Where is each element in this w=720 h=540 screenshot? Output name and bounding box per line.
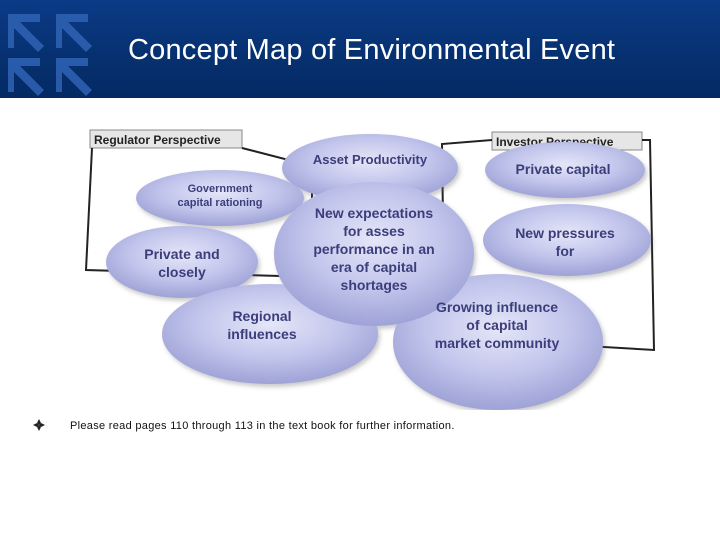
- node-private-closely: [106, 226, 258, 298]
- concept-map-diagram: Regulator Perspective Investor Perspecti…: [80, 128, 660, 410]
- node-label-government-capital: Government: [188, 183, 253, 195]
- node-label-asset-productivity: Asset Productivity: [313, 152, 428, 167]
- node-label-growing-influence: market community: [435, 335, 560, 351]
- node-label-center: New expectations: [315, 205, 433, 221]
- node-label-regional: Regional: [232, 308, 291, 324]
- node-growing-influence: [393, 274, 603, 410]
- node-label-growing-influence: Growing influence: [436, 299, 558, 315]
- node-label-new-pressures: for: [556, 243, 575, 259]
- node-label-center: performance in an: [313, 241, 434, 257]
- node-label-center: era of capital: [331, 259, 417, 275]
- node-label-new-pressures: New pressures: [515, 225, 615, 241]
- title-bar: Concept Map of Environmental Event: [0, 0, 720, 98]
- node-label-private-closely: Private and: [144, 246, 219, 262]
- node-label-government-capital: capital rationing: [178, 197, 263, 209]
- footnote-text: Please read pages 110 through 113 in the…: [70, 420, 455, 432]
- node-label-private-closely: closely: [158, 264, 206, 280]
- node-label-center: for asses: [343, 223, 405, 239]
- node-label-regional: influences: [227, 326, 296, 342]
- node-asset-productivity: [282, 134, 458, 202]
- node-private-capital: [485, 142, 645, 198]
- node-label-private-capital: Private capital: [516, 161, 611, 177]
- node-center-expectations: [274, 182, 474, 326]
- regulator-perspective-label: Regulator Perspective: [94, 133, 221, 147]
- node-label-growing-influence: of capital: [466, 317, 527, 333]
- node-government-capital: [136, 170, 304, 226]
- diamond-bullet-icon: [33, 419, 45, 431]
- arrows-logo-icon: [8, 14, 92, 96]
- node-label-center: shortages: [341, 277, 408, 293]
- node-new-pressures: [483, 204, 651, 276]
- slide-title: Concept Map of Environmental Event: [128, 34, 616, 66]
